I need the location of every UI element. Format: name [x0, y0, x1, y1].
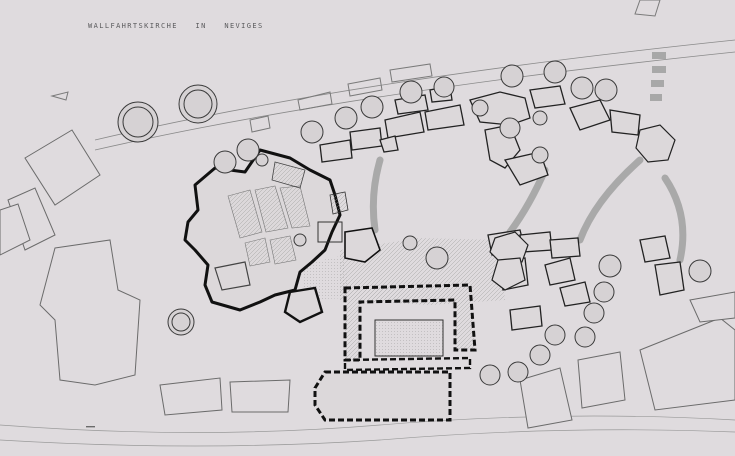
pilgrim-paths: [369, 156, 687, 264]
church-building: [183, 148, 381, 324]
neighbour-buildings-left: [0, 129, 291, 416]
cloister-building: [313, 283, 477, 422]
trees: [117, 60, 712, 386]
neighbour-shapes-top: [50, 0, 661, 133]
pavilions: [489, 124, 676, 291]
drawing-title: WALLFAHRTSKIRCHE IN NEVIGES: [88, 22, 276, 30]
right-edge-blocks: [650, 52, 666, 101]
neighbour-buildings-right: [519, 291, 735, 429]
scale-bar: ▬▬▬: [86, 424, 96, 430]
title-word-2: IN: [195, 22, 207, 30]
title-word-1: WALLFAHRTSKIRCHE: [88, 22, 178, 30]
title-word-3: NEVIGES: [224, 22, 264, 30]
road-top: [94, 39, 735, 151]
road-bottom: [0, 415, 735, 447]
